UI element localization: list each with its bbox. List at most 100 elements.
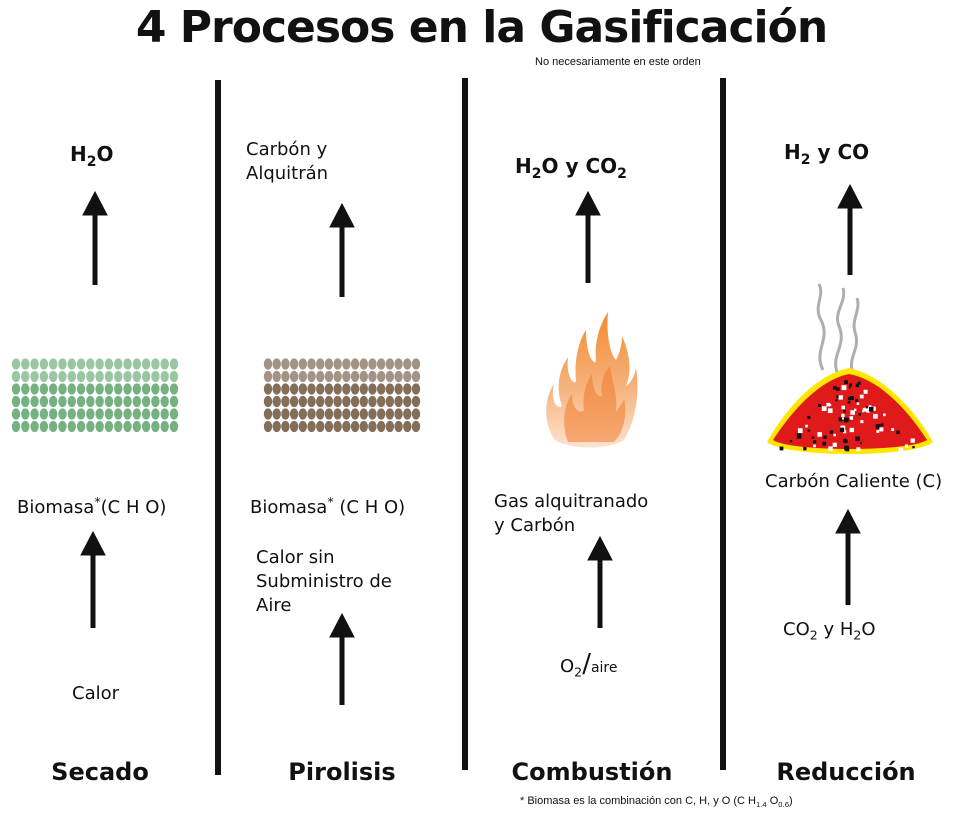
ember-speck — [812, 440, 817, 444]
arrow-pirolisis-in — [329, 612, 355, 705]
biomass-pellet — [114, 370, 123, 383]
biomass-pellet — [350, 408, 360, 420]
biomass-pellet — [411, 370, 421, 383]
biomass-pellet — [350, 395, 360, 408]
biomass-pellet — [48, 358, 58, 370]
biomass-pellet — [48, 408, 58, 420]
biomass-pellet — [104, 383, 114, 395]
biomass-pellet — [324, 395, 334, 408]
ember-speck — [789, 439, 793, 443]
biomass-pellet — [160, 395, 169, 408]
biomass-pellet — [411, 358, 421, 370]
biomass-pellet — [316, 408, 325, 420]
biomass-pellet — [281, 408, 290, 420]
biomass-pellet — [141, 383, 151, 395]
biomass-pellet — [411, 395, 421, 408]
biomass-pellet — [21, 420, 30, 433]
biomass-pellet — [58, 395, 67, 408]
ember-speck — [811, 436, 815, 439]
smoke-icon — [816, 283, 860, 375]
biomass-pellet — [67, 370, 76, 383]
biomass-pellet — [385, 370, 395, 383]
ember-speck — [855, 436, 860, 442]
biomass-pellet — [272, 395, 281, 408]
biomass-pellet — [11, 420, 21, 433]
arrow-combustion-out — [575, 190, 601, 283]
biomass-pellet — [11, 383, 21, 395]
biomass-pellet — [58, 358, 67, 370]
biomass-pellet — [114, 358, 123, 370]
biomass-pellet — [289, 408, 299, 420]
biomass-pellet — [67, 420, 76, 433]
biomass-pellet — [281, 370, 290, 383]
ember-speck — [856, 447, 861, 452]
biomass-pellet — [324, 370, 334, 383]
biomass-pellet — [359, 383, 368, 395]
biomass-pellet — [316, 383, 325, 395]
ember-speck — [898, 447, 904, 453]
arrow-combustion-in — [587, 535, 613, 628]
ember-speck — [880, 423, 884, 427]
biomass-pellet — [58, 420, 67, 433]
biomass-pellet — [132, 408, 142, 420]
biomass-pellet — [21, 370, 30, 383]
ember-speck — [841, 417, 844, 420]
biomass-pellet — [104, 408, 114, 420]
ember-speck — [813, 444, 816, 448]
arrow-reduccion-in — [835, 508, 861, 605]
biomass-pellet — [48, 383, 58, 395]
ember-speck — [849, 395, 854, 401]
ember-speck — [868, 406, 874, 412]
biomass-pellet — [333, 408, 342, 420]
ember-speck — [822, 441, 827, 446]
biomass-pellet — [123, 408, 132, 420]
biomass-pellet — [324, 408, 334, 420]
biomass-pellet — [95, 408, 104, 420]
secado-material: Biomasa*(C H O) — [17, 494, 167, 518]
biomass-pellet — [342, 408, 351, 420]
ember-speck — [841, 385, 847, 391]
biomass-pellet — [263, 358, 273, 370]
biomass-pellet — [368, 408, 377, 420]
ember-speck — [807, 415, 811, 419]
biomass-pellet — [123, 358, 132, 370]
biomass-pellet — [281, 420, 290, 433]
ember-speck — [838, 395, 843, 400]
biomass-pellet — [333, 383, 342, 395]
biomass-pellet — [58, 370, 67, 383]
ember-speck — [856, 402, 860, 405]
biomass-pellet — [316, 358, 325, 370]
biomass-pellet — [86, 420, 95, 433]
biomass-pellet — [376, 395, 386, 408]
biomass-pellet — [376, 358, 386, 370]
footnote: * Biomasa es la combinación con C, H, y … — [520, 795, 793, 810]
biomass-pellet — [86, 370, 95, 383]
biomass-pellet — [141, 395, 151, 408]
biomass-pellet — [104, 370, 114, 383]
biomass-pellet — [272, 358, 281, 370]
ember-speck — [842, 438, 847, 443]
page-title: 4 Procesos en la Gasificación — [135, 2, 828, 53]
pirolisis-input: Calor sin Subministro de Aire — [256, 546, 392, 618]
ember-speck — [859, 394, 864, 399]
biomass-pellet — [316, 370, 325, 383]
ember-speck — [832, 386, 837, 390]
ember-speck — [849, 427, 855, 433]
biomass-pellet — [394, 358, 403, 370]
biomass-pellet — [411, 383, 421, 395]
biomass-pellet — [376, 420, 386, 433]
biomass-pellet — [394, 395, 403, 408]
biomass-pellet — [30, 420, 39, 433]
ember-speck — [853, 408, 857, 412]
combustion-material: Gas alquitranado y Carbón — [494, 490, 648, 538]
pirolisis-input-line-3: Aire — [256, 595, 292, 616]
biomass-pellet — [342, 358, 351, 370]
biomass-pellet — [76, 358, 86, 370]
ember-speck — [849, 416, 854, 420]
combustion-input: O2/aire — [560, 649, 618, 680]
biomass-pellet — [272, 408, 281, 420]
biomass-pellet — [281, 358, 290, 370]
biomass-pellet — [298, 370, 308, 383]
biomass-pellet — [359, 408, 368, 420]
biomass-pellet — [21, 358, 30, 370]
